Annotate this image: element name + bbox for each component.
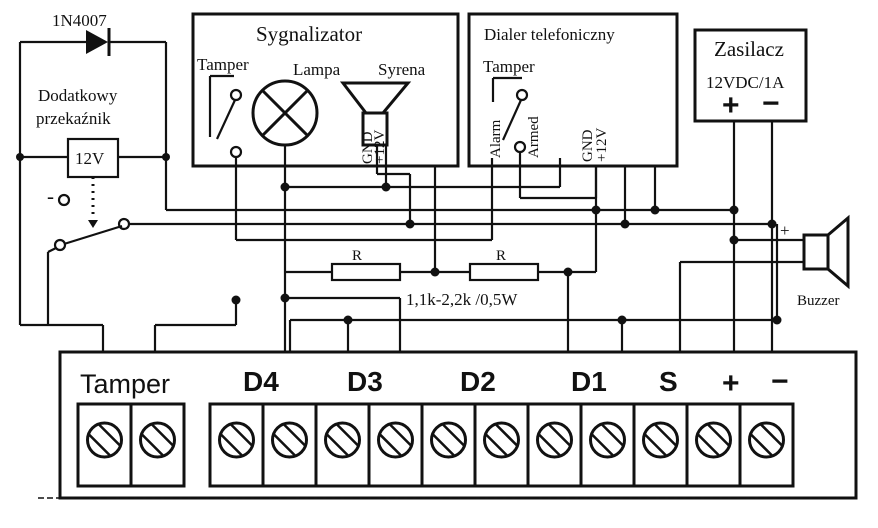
screw-icon	[430, 421, 467, 459]
screw-slot	[706, 423, 731, 447]
screw-slot	[431, 433, 456, 457]
siren-tamper-label: Tamper	[197, 55, 249, 74]
screw-icon	[139, 421, 176, 459]
siren-lamp-label: Lampa	[293, 60, 341, 79]
screw-slot	[494, 423, 519, 447]
relay-title-line2: przekaźnik	[36, 109, 111, 128]
screw-slot	[87, 433, 112, 457]
buzzer-label: Buzzer	[797, 293, 839, 309]
screw-slot	[140, 433, 165, 457]
screw-icon	[483, 421, 520, 459]
screw-slot	[600, 423, 625, 447]
terminal-label-d1: D1	[571, 366, 607, 397]
terminal-label-plus: +	[722, 367, 740, 400]
dialer-title: Dialer telefoniczny	[484, 25, 615, 44]
diode-label: 1N4007	[52, 11, 107, 30]
screw-slot	[219, 433, 244, 457]
diode-1n4007: 1N4007	[20, 11, 166, 56]
speaker-icon	[339, 81, 412, 115]
relay-title-line1: Dodatkowy	[38, 86, 118, 105]
psu-title: Zasilacz	[714, 37, 784, 61]
extra-relay: Dodatkowy przekaźnik 12V -	[16, 86, 776, 325]
terminal-label-d3: D3	[347, 366, 383, 397]
screw-icon	[324, 421, 361, 459]
terminal-label-minus: −	[771, 365, 789, 398]
psu-minus: −	[762, 87, 780, 120]
screw-icon	[86, 421, 123, 459]
terminal-label-tamper: Tamper	[80, 369, 170, 399]
screw-slot	[282, 423, 307, 447]
dialer-12v-label: +12V	[594, 128, 610, 162]
relay-nc-minus: -	[47, 184, 54, 208]
siren-title: Sygnalizator	[256, 22, 362, 46]
screw-slot	[272, 433, 297, 457]
screw-slot	[537, 433, 562, 457]
dialer-box: Dialer telefoniczny Tamper Alarm Armed G…	[467, 12, 679, 168]
resistor-1-label: R	[352, 248, 362, 264]
screw-slot	[441, 423, 466, 447]
screw-icon	[536, 421, 573, 459]
screw-icon	[642, 421, 679, 459]
screw-slot	[484, 433, 509, 457]
screw-slot	[759, 423, 784, 447]
buzzer-icon	[826, 214, 850, 290]
terminal-label-d4: D4	[243, 366, 279, 397]
screw-icon	[218, 421, 255, 459]
screw-icon	[695, 421, 732, 459]
screw-icon	[748, 421, 785, 459]
siren-gnd-label: GND	[360, 131, 376, 164]
psu-spec: 12VDC/1A	[706, 73, 785, 92]
terminal-label-d2: D2	[460, 366, 496, 397]
screw-icon	[377, 421, 414, 459]
dialer-tamper-label: Tamper	[483, 57, 535, 76]
screw-slot	[653, 423, 678, 447]
relay-coil-label: 12V	[75, 149, 105, 168]
screw-icon	[589, 421, 626, 459]
resistor-1	[330, 262, 402, 282]
psu-plus: +	[722, 89, 740, 122]
screw-slot	[335, 423, 360, 447]
resistor-2	[468, 262, 540, 282]
terminal-block: Tamper D4 D3 D2 D1 S + −	[38, 350, 858, 500]
screw-slot	[150, 423, 175, 447]
junction-dots	[231, 182, 782, 325]
buzzer-plus: +	[780, 221, 790, 240]
screw-slot	[325, 433, 350, 457]
screw-slot	[590, 433, 615, 457]
buzzer: Buzzer +	[780, 214, 850, 309]
siren-box: Sygnalizator Tamper Lampa Syrena GND +12…	[191, 12, 460, 168]
screw-slot	[749, 433, 774, 457]
screw-slot	[229, 423, 254, 447]
siren-syrena-label: Syrena	[378, 60, 426, 79]
resistor-spec: 1,1k-2,2k /0,5W	[406, 290, 518, 309]
screw-slot	[643, 433, 668, 457]
screw-icon	[271, 421, 308, 459]
dialer-alarm-label: Alarm	[488, 119, 504, 158]
resistor-2-label: R	[496, 248, 506, 264]
dialer-gnd-label: GND	[580, 129, 596, 162]
screw-slot	[696, 433, 721, 457]
psu-box: Zasilacz 12VDC/1A + −	[693, 28, 808, 123]
wires	[18, 42, 804, 352]
screw-slot	[388, 423, 413, 447]
dialer-armed-label: Armed	[526, 116, 542, 158]
screw-slot	[97, 423, 122, 447]
screw-slot	[547, 423, 572, 447]
screw-slot	[378, 433, 403, 457]
terminal-label-s: S	[659, 366, 678, 397]
